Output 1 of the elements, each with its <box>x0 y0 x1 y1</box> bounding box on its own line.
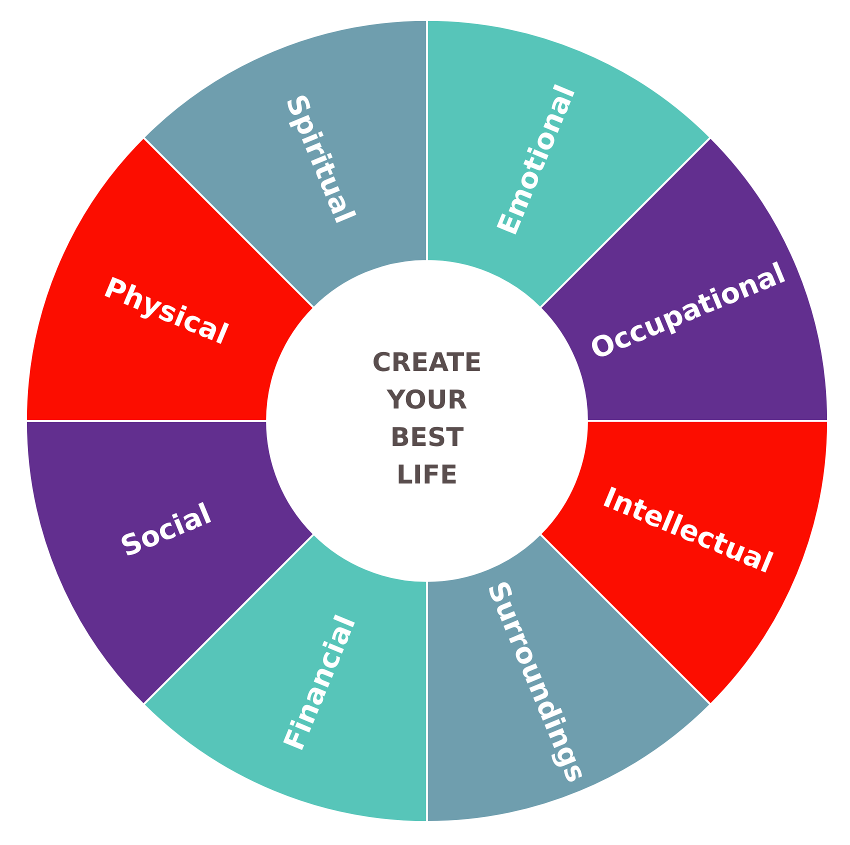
center-title: CREATE YOUR BEST LIFE <box>374 352 480 484</box>
